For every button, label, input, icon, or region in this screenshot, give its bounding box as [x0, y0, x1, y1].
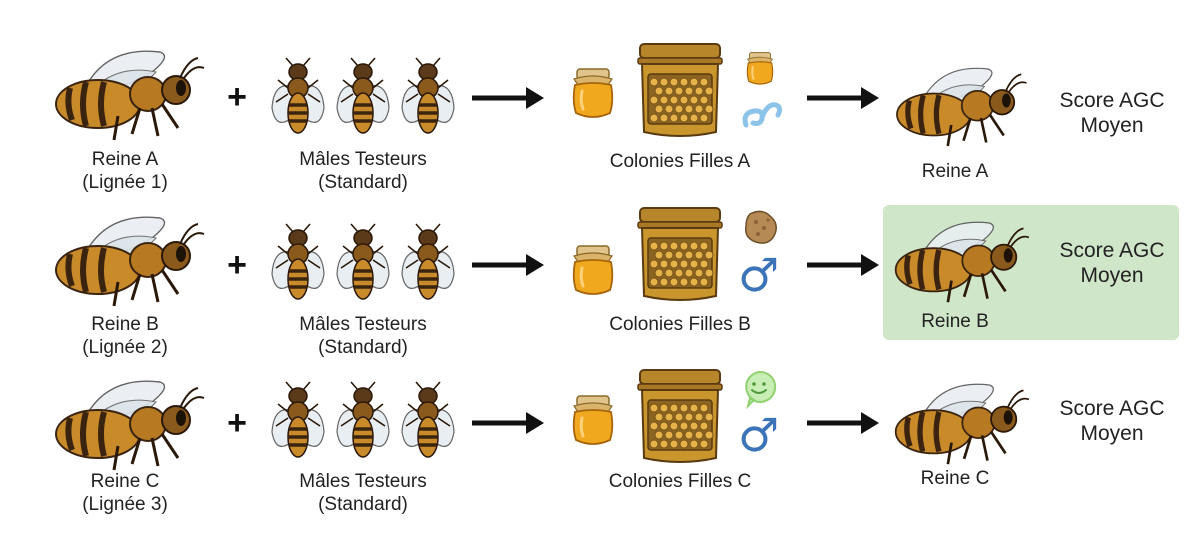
row-reine-b: Reine B (Lignée 2) + Mâles Testeurs (St — [0, 170, 1200, 358]
score-line1: Score AGC — [1059, 239, 1165, 262]
arrow-right-icon — [472, 254, 544, 276]
queen-label: Reine C (Lignée 3) — [55, 470, 195, 516]
drones-name: Mâles Testeurs — [299, 149, 427, 170]
score-label: Score AGC Moyen — [1032, 396, 1192, 446]
drones-label: Mâles Testeurs (Standard) — [273, 313, 453, 359]
score-label: Score AGC Moyen — [1032, 88, 1192, 138]
score-line2: Moyen — [1080, 264, 1144, 287]
queen-lineage: (Lignée 2) — [82, 337, 168, 358]
hive-icon — [637, 369, 723, 463]
drones-sub: (Standard) — [318, 172, 408, 193]
male-symbol-icon: ♂ — [738, 408, 780, 462]
result-queen-bee-icon — [896, 67, 1027, 147]
arrow-right-icon — [472, 87, 544, 109]
water-swirl-icon — [742, 102, 783, 128]
plus-sign: + — [227, 404, 247, 442]
plus-sign: + — [227, 78, 247, 116]
arrow-right-icon — [807, 254, 879, 276]
hive-icon — [637, 43, 723, 137]
honey-jar-icon — [572, 245, 614, 295]
result-queen-label: Reine B — [921, 311, 989, 332]
queen-bee-icon — [55, 380, 205, 471]
drone-bees-icon — [271, 381, 455, 458]
honey-jar-icon — [572, 68, 614, 118]
propolis-icon — [744, 210, 777, 244]
drone-bees-icon — [271, 223, 455, 300]
male-symbol-icon: ♂ — [738, 248, 780, 302]
queen-lineage: (Lignée 3) — [82, 494, 168, 515]
queen-bee-icon — [55, 216, 205, 307]
drones-label: Mâles Testeurs (Standard) — [273, 470, 453, 516]
row-reine-c: Reine C (Lignée 3) + Mâles Testeurs (St — [0, 340, 1200, 515]
drone-bees-icon — [271, 57, 455, 134]
honey-jar-small-icon — [746, 52, 774, 85]
queen-name: Reine B — [91, 314, 159, 335]
score-line1: Score AGC — [1059, 89, 1165, 112]
hive-icon — [637, 207, 723, 301]
colonies-label: Colonies Filles C — [608, 471, 752, 492]
score-line2: Moyen — [1080, 114, 1144, 137]
honey-jar-icon — [572, 395, 614, 445]
arrow-right-icon — [807, 87, 879, 109]
arrow-right-icon — [807, 412, 879, 434]
row-reine-a: Reine A (Lignée 1) + Mâles Testeurs (St — [0, 0, 1200, 193]
drones-sub: (Standard) — [318, 337, 408, 358]
queen-name: Reine C — [90, 471, 160, 492]
drones-name: Mâles Testeurs — [299, 314, 427, 335]
colonies-label: Colonies Filles B — [609, 314, 751, 335]
queen-lineage: (Lignée 1) — [82, 172, 168, 193]
drones-label: Mâles Testeurs (Standard) — [273, 148, 453, 194]
result-queen-bee-icon — [894, 383, 1030, 465]
result-queen-bee-icon — [894, 221, 1030, 303]
drones-name: Mâles Testeurs — [299, 471, 427, 492]
queen-label: Reine A (Lignée 1) — [55, 148, 195, 194]
arrow-right-icon — [472, 412, 544, 434]
score-line1: Score AGC — [1059, 397, 1165, 420]
queen-bee-icon — [55, 50, 205, 141]
score-line2: Moyen — [1080, 422, 1144, 445]
drones-sub: (Standard) — [318, 494, 408, 515]
result-queen-label: Reine C — [920, 468, 990, 489]
result-queen-label: Reine A — [921, 161, 989, 182]
queen-label: Reine B (Lignée 2) — [55, 313, 195, 359]
plus-sign: + — [227, 246, 247, 284]
score-label: Score AGC Moyen — [1032, 238, 1192, 288]
smiley-icon — [745, 370, 777, 410]
colonies-label: Colonies Filles A — [609, 151, 751, 172]
queen-name: Reine A — [91, 149, 159, 170]
